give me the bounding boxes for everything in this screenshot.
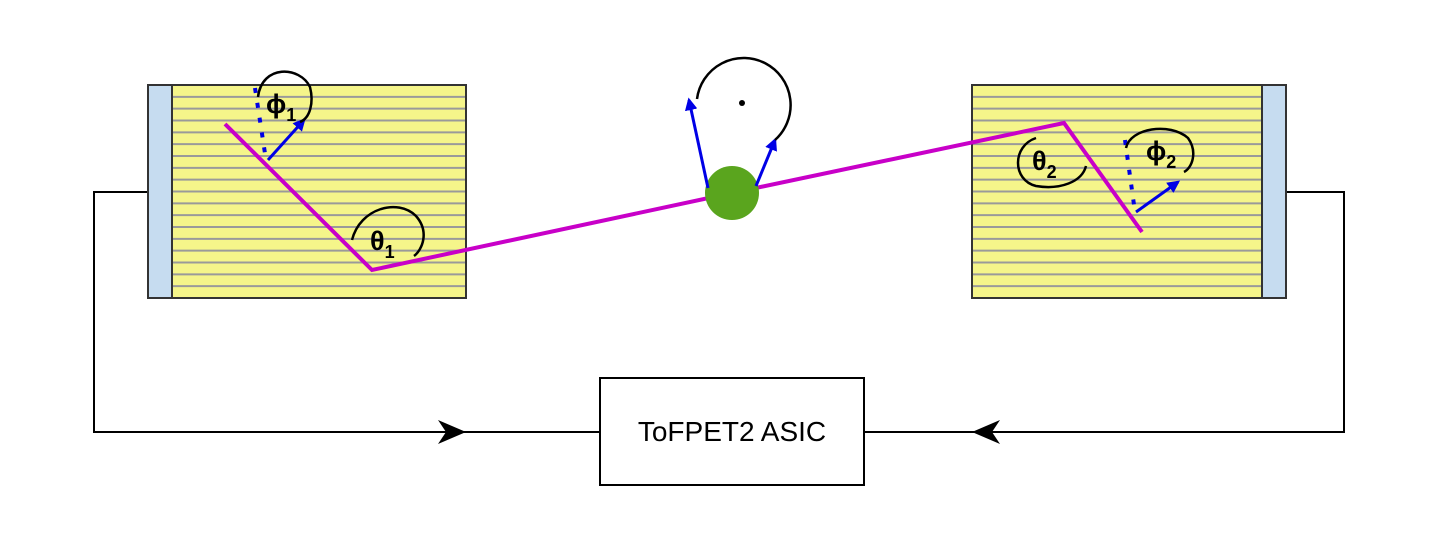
rotation-axis-dot [739, 100, 745, 106]
left-crystal-layers [173, 95, 465, 288]
phi1-polarization-arrow [266, 118, 306, 162]
phi2-angle-arc [1124, 127, 1195, 174]
theta2-label: θ2 [1032, 146, 1057, 182]
readout-wiring [93, 191, 1345, 433]
left-signal-arrowhead [438, 420, 466, 444]
right-signal-arrowhead [972, 420, 1000, 444]
gamma-path-left [223, 122, 733, 273]
theta2-angle-arc [1016, 136, 1088, 189]
phi2-polarization-arrow [1135, 180, 1181, 214]
theta1-angle-arc [350, 205, 425, 257]
right-detector [971, 84, 1287, 299]
phi1-label: ϕ1 [266, 89, 296, 125]
phi1-reference-dotted [253, 87, 268, 161]
left-sipm [147, 84, 173, 299]
phi2-label: ϕ2 [1146, 136, 1176, 172]
right-wire [864, 191, 1345, 433]
asic-box: ToFPET2 ASIC [599, 377, 865, 486]
positron-source [705, 166, 759, 220]
phi1-angle-arc [256, 70, 313, 124]
right-crystal-layers [973, 95, 1261, 288]
source-polarization-arrow-1 [684, 97, 710, 189]
theta1-label: θ1 [370, 226, 395, 262]
left-detector [147, 84, 467, 299]
gamma-path-right [731, 120, 1144, 234]
left-wire [93, 191, 600, 433]
source-rotation-arc [695, 56, 792, 141]
asic-label: ToFPET2 ASIC [638, 416, 826, 447]
right-sipm [1261, 84, 1287, 299]
source-polarization-arrow-2 [754, 137, 777, 187]
phi2-reference-dotted [1123, 139, 1137, 213]
